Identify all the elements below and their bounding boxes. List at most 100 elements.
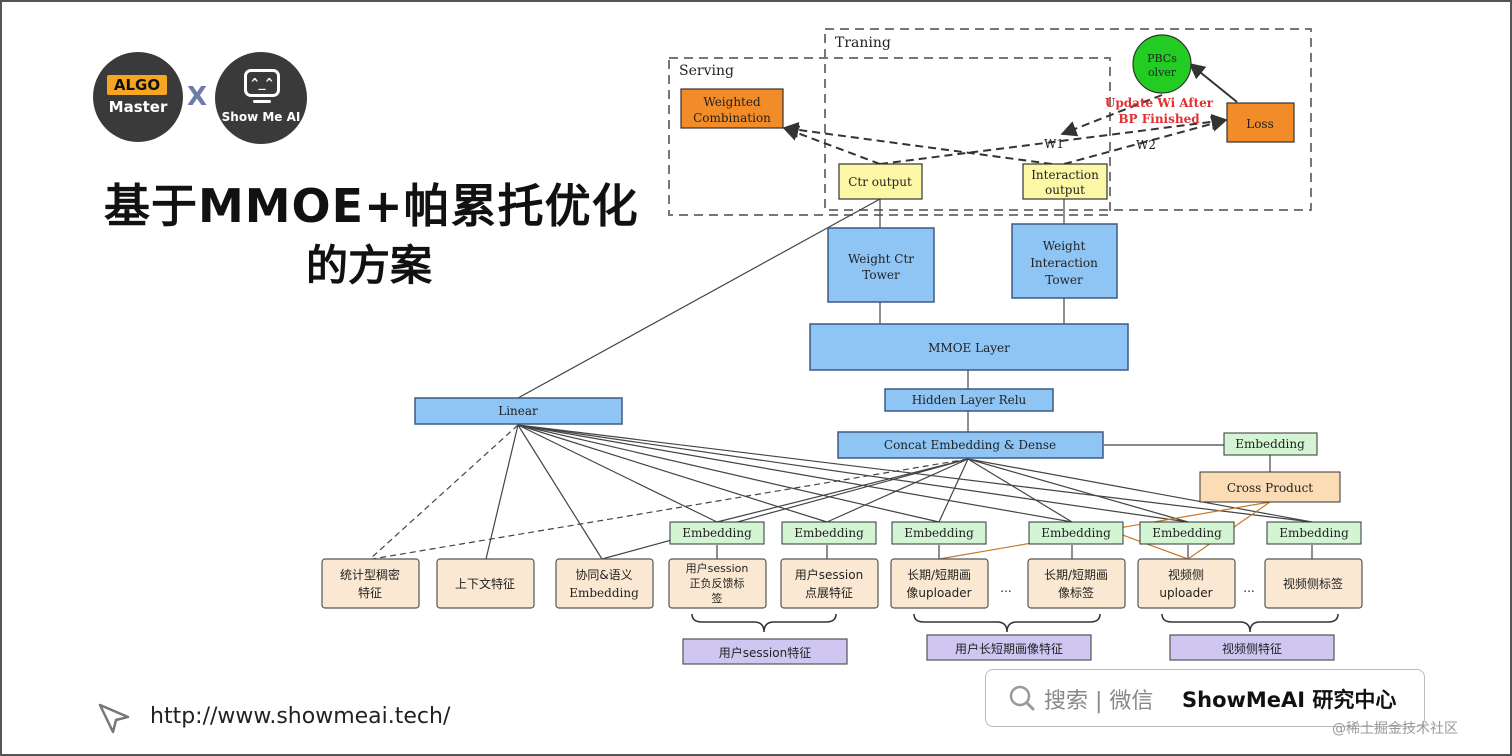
hidden-layer-node: Hidden Layer Relu (884, 388, 1054, 412)
search-brand-name: ShowMeAI 研究中心 (1182, 688, 1397, 712)
svg-text:上下文特征: 上下文特征 (455, 576, 515, 591)
svg-text:特征: 特征 (358, 585, 382, 600)
robot-face-icon: ^_^ (244, 69, 280, 97)
feature-session-feedback: 用户session 正负反馈标 签 (668, 558, 767, 609)
svg-text:视频侧: 视频侧 (1168, 567, 1204, 582)
svg-text:Linear: Linear (498, 404, 538, 418)
feature-row: 统计型稠密 特征 上下文特征 协同&语义 Embedding 用户session… (321, 558, 1363, 609)
group-profile: 用户长短期画像特征 (926, 634, 1092, 661)
wechat-search-box[interactable]: 搜索 | 微信 ShowMeAI 研究中心 (985, 669, 1425, 727)
search-icon (1009, 685, 1035, 711)
ellipsis-text: ... (1243, 581, 1254, 595)
svg-text:olver: olver (1148, 66, 1177, 79)
svg-text:Concat Embedding & Dense: Concat Embedding & Dense (884, 438, 1056, 452)
svg-text:uploader: uploader (1159, 586, 1212, 600)
cursor-link-icon (98, 703, 130, 734)
page-title-line1: 基于MMOE+帕累托优化 (104, 179, 639, 233)
embedding-box: Embedding (1028, 521, 1124, 545)
svg-text:Interaction: Interaction (1031, 168, 1099, 182)
svg-text:Embedding: Embedding (1152, 526, 1222, 540)
svg-text:Interaction: Interaction (1030, 256, 1098, 270)
embedding-box: Embedding (891, 521, 987, 545)
weight-arrows (782, 62, 1238, 165)
page-title-line2: 的方案 (306, 241, 433, 290)
svg-text:长期/短期画: 长期/短期画 (907, 568, 971, 582)
svg-text:Embedding: Embedding (1235, 437, 1305, 451)
group-video: 视频侧特征 (1169, 634, 1335, 661)
embedding-box: Embedding (1266, 521, 1362, 545)
feature-profile-uploader: 长期/短期画 像uploader (890, 558, 989, 609)
feature-profile-tags: 长期/短期画 像标签 (1027, 558, 1126, 609)
svg-text:协同&语义: 协同&语义 (575, 567, 632, 582)
interaction-output-node: Interaction output (1022, 163, 1108, 200)
svg-text:Tower: Tower (862, 268, 900, 282)
feature-dense-stats: 统计型稠密 特征 (321, 558, 420, 609)
algo-master-logo: ALGO Master (93, 52, 183, 142)
svg-text:用户session特征: 用户session特征 (719, 645, 811, 660)
pbc-solver-node: PBCs olver (1132, 34, 1192, 94)
robot-mouth-bar (253, 100, 271, 103)
svg-text:签: 签 (712, 591, 723, 605)
svg-text:Loss: Loss (1246, 117, 1274, 131)
weight-interaction-tower-node: Weight Interaction Tower (1011, 223, 1118, 299)
mmoe-layer-node: MMOE Layer (809, 323, 1129, 371)
svg-text:Embedding: Embedding (569, 586, 639, 600)
feature-video-uploader: 视频侧 uploader (1137, 558, 1236, 609)
svg-text:Tower: Tower (1045, 273, 1083, 287)
cross-product-node: Cross Product (1199, 471, 1341, 503)
svg-text:视频侧特征: 视频侧特征 (1222, 641, 1282, 656)
svg-text:正负反馈标: 正负反馈标 (690, 576, 745, 590)
svg-text:Embedding: Embedding (1041, 526, 1111, 540)
svg-text:Update Wi After: Update Wi After (1105, 96, 1214, 110)
loss-node: Loss (1226, 102, 1295, 143)
svg-text:Embedding: Embedding (1279, 526, 1349, 540)
svg-text:output: output (1045, 183, 1085, 197)
embedding-box: Embedding (669, 521, 765, 545)
weight-ctr-tower-node: Weight Ctr Tower (827, 227, 935, 303)
ctr-output-node: Ctr output (838, 163, 923, 200)
svg-text:Embedding: Embedding (682, 526, 752, 540)
svg-text:MMOE Layer: MMOE Layer (928, 341, 1010, 355)
training-label: Traning (835, 35, 891, 51)
showmeai-logo-text: Show Me AI (221, 110, 301, 124)
embedding-box: Embedding (1139, 521, 1235, 545)
watermark: @稀土掘金技术社区 (1332, 721, 1458, 737)
svg-text:Weighted: Weighted (703, 95, 761, 109)
concat-embedding-node: Concat Embedding & Dense (837, 431, 1104, 459)
ellipsis-text: ... (1000, 581, 1011, 595)
svg-text:Weight Ctr: Weight Ctr (848, 252, 914, 266)
svg-text:Cross Product: Cross Product (1227, 481, 1313, 495)
website-link[interactable]: http://www.showmeai.tech/ (150, 704, 451, 729)
algo-subtitle: Master (108, 98, 168, 116)
svg-text:点展特征: 点展特征 (805, 585, 853, 600)
algo-badge: ALGO (107, 75, 167, 95)
svg-text:Combination: Combination (693, 111, 771, 125)
group-labels: 用户session特征 用户长短期画像特征 视频侧特征 (682, 634, 1335, 665)
serving-label: Serving (679, 63, 734, 79)
embedding-cross-node: Embedding (1223, 432, 1318, 456)
svg-text:Embedding: Embedding (904, 526, 974, 540)
svg-text:Embedding: Embedding (794, 526, 864, 540)
w2-label: W2 (1136, 138, 1156, 152)
update-weights-note: Update Wi After BP Finished (1105, 96, 1214, 126)
svg-text:像uploader: 像uploader (906, 586, 971, 600)
feature-session-impression: 用户session 点展特征 (780, 558, 879, 609)
feature-collab-semantic: 协同&语义 Embedding (555, 558, 654, 609)
cross-mark: X (187, 82, 208, 112)
search-hint: 搜索 | 微信 (1044, 689, 1154, 714)
svg-text:Weight: Weight (1043, 239, 1086, 253)
svg-text:用户长短期画像特征: 用户长短期画像特征 (955, 641, 1063, 656)
serving-region (668, 57, 1111, 216)
w1-label: W1 (1044, 137, 1064, 151)
weighted-combination-node: Weighted Combination (680, 88, 784, 129)
svg-text:长期/短期画: 长期/短期画 (1044, 568, 1108, 582)
training-region (824, 28, 1312, 211)
group-braces (691, 613, 1339, 633)
feature-context: 上下文特征 (436, 558, 535, 609)
svg-text:PBCs: PBCs (1147, 52, 1177, 65)
svg-text:Hidden Layer Relu: Hidden Layer Relu (912, 393, 1027, 407)
showmeai-logo: ^_^ Show Me AI (215, 52, 307, 144)
svg-text:像标签: 像标签 (1058, 585, 1094, 600)
